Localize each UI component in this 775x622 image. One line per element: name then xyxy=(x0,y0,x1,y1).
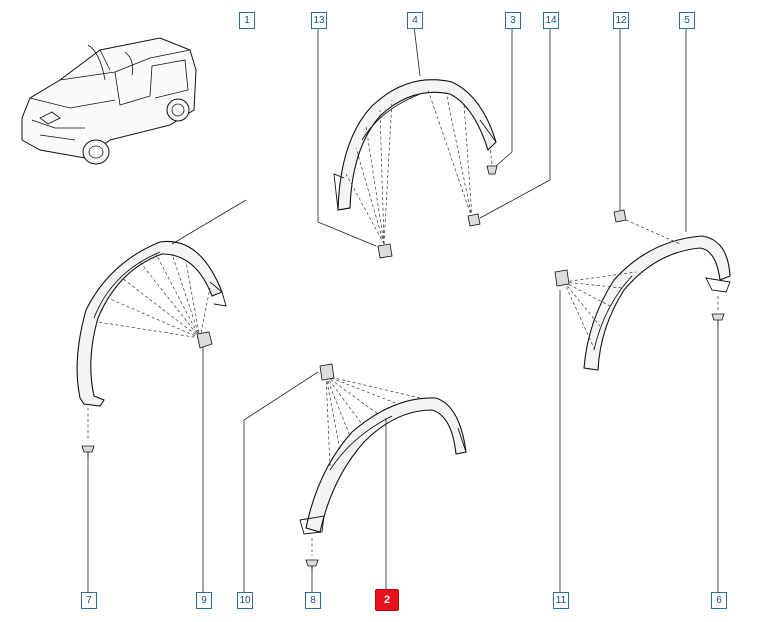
callout-13[interactable]: 13 xyxy=(311,12,327,29)
callout-7[interactable]: 7 xyxy=(81,592,97,609)
callout-5[interactable]: 5 xyxy=(679,12,695,29)
callout-8[interactable]: 8 xyxy=(305,592,321,609)
wheel-arch-part-5 xyxy=(583,235,731,371)
screw-7 xyxy=(81,445,95,458)
leader-lines-part-2 xyxy=(243,371,421,592)
callout-11[interactable]: 11 xyxy=(553,592,569,609)
callout-1[interactable]: 1 xyxy=(239,12,255,29)
callout-4[interactable]: 4 xyxy=(407,12,423,29)
clip-13 xyxy=(377,243,393,259)
wheel-arch-part-4 xyxy=(333,79,497,211)
clip-14 xyxy=(467,213,481,227)
clip-11 xyxy=(554,269,570,287)
callout-3[interactable]: 3 xyxy=(505,12,521,29)
callout-9[interactable]: 9 xyxy=(196,592,212,609)
callout-2[interactable]: 2 xyxy=(375,589,399,611)
clip-9 xyxy=(196,331,213,349)
wheel-arch-part-2 xyxy=(299,397,467,535)
vehicle-illustration xyxy=(21,37,197,165)
clip-12 xyxy=(613,209,627,223)
callout-14[interactable]: 14 xyxy=(543,12,559,29)
callout-12[interactable]: 12 xyxy=(613,12,629,29)
leader-lines-part-1 xyxy=(87,199,247,592)
screw-3 xyxy=(486,165,498,175)
leader-lines-part-5 xyxy=(559,26,719,592)
screw-6 xyxy=(711,313,725,326)
clip-10 xyxy=(319,363,335,381)
callout-10[interactable]: 10 xyxy=(237,592,253,609)
wheel-arch-part-1 xyxy=(76,240,227,407)
callout-6[interactable]: 6 xyxy=(711,592,727,609)
leader-lines-part-4 xyxy=(317,25,551,247)
screw-8 xyxy=(305,559,319,572)
